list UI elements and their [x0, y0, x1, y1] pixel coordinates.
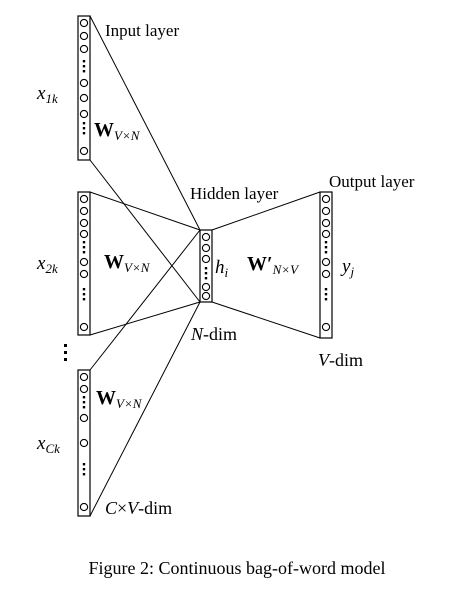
- edge-in1-bottom: [89, 159, 201, 303]
- weight-label-prime: W′N×V: [247, 253, 300, 277]
- weight-label-1: WV×N: [94, 119, 141, 143]
- x2k-label: x2k: [36, 253, 58, 276]
- input-vector-1: [77, 15, 91, 161]
- edge-out-top: [211, 191, 321, 231]
- connections: [89, 15, 321, 517]
- edge-inc-top: [89, 229, 201, 371]
- weight-label-c: WV×N: [96, 387, 143, 411]
- output-layer-label: Output layer: [329, 172, 415, 191]
- figure-caption: Figure 2: Continuous bag-of-word model: [89, 558, 386, 578]
- edge-in2-top: [89, 191, 201, 231]
- input-vector-2: [77, 191, 91, 336]
- input-layer-label: Input layer: [105, 21, 179, 40]
- edge-out-bottom: [211, 301, 321, 339]
- input-vector-c: [77, 369, 91, 517]
- hidden-node-label: hi: [215, 257, 229, 280]
- output-vector: [319, 191, 333, 339]
- x1k-label: x1k: [36, 83, 58, 106]
- xck-label: xCk: [36, 433, 60, 456]
- output-node-label: yj: [340, 256, 354, 279]
- edge-in1-top: [89, 15, 201, 231]
- n-dim-label: N-dim: [190, 324, 237, 344]
- weight-label-2: WV×N: [104, 251, 151, 275]
- hidden-layer-label: Hidden layer: [190, 184, 279, 203]
- hidden-vector: [199, 229, 213, 303]
- cv-dim-label: C×V-dim: [105, 498, 172, 518]
- edge-in2-bottom: [89, 301, 201, 336]
- edge-inc-bottom: [89, 301, 201, 517]
- v-dim-label: V-dim: [318, 350, 363, 370]
- block-ellipsis: [64, 344, 67, 361]
